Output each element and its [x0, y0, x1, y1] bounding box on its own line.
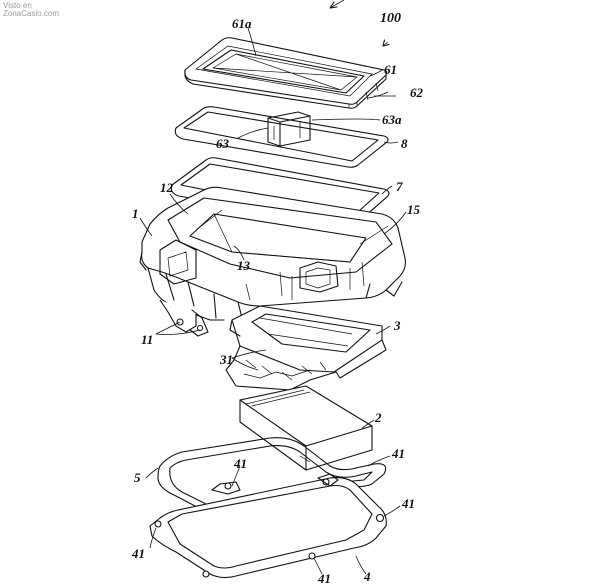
connector-63	[267, 111, 311, 147]
label-15: 15	[407, 202, 420, 217]
label-100: 100	[380, 11, 401, 26]
label-3: 3	[394, 318, 401, 333]
leader-lines	[139, 27, 407, 575]
label-31: 31	[220, 352, 233, 367]
label-41-bottom-left: 41	[132, 546, 145, 561]
housing-1	[139, 186, 406, 321]
label-13: 13	[237, 258, 250, 273]
display-module-61	[184, 37, 388, 109]
label-41-top-right: 41	[392, 446, 405, 461]
label-12: 12	[160, 180, 173, 195]
label-62: 62	[410, 85, 423, 100]
base-plate-4	[149, 473, 387, 579]
label-63a: 63a	[382, 112, 402, 127]
watermark-line-1: Visto en	[3, 1, 32, 10]
label-11: 11	[141, 332, 154, 347]
bracket-frame-3	[225, 305, 387, 391]
label-2: 2	[375, 410, 382, 425]
label-5: 5	[134, 470, 141, 485]
battery-2	[239, 385, 373, 471]
mounting-tabs-11	[159, 299, 209, 337]
label-1: 1	[132, 206, 139, 221]
label-8: 8	[401, 136, 408, 151]
assembly-arrow	[382, 39, 390, 47]
watermark-line-2: ZonaCasio.com	[3, 9, 60, 18]
label-41-top-left: 41	[234, 456, 247, 471]
label-41-right: 41	[402, 496, 415, 511]
label-7: 7	[396, 179, 403, 194]
gasket-5	[157, 437, 387, 522]
label-4: 4	[364, 569, 371, 584]
label-61: 61	[384, 62, 397, 77]
label-41-bottom: 41	[318, 571, 331, 586]
label-63: 63	[216, 136, 229, 151]
gasket-frame-8	[174, 106, 389, 168]
label-61a: 61a	[232, 16, 252, 31]
top-arrow	[329, 0, 345, 9]
